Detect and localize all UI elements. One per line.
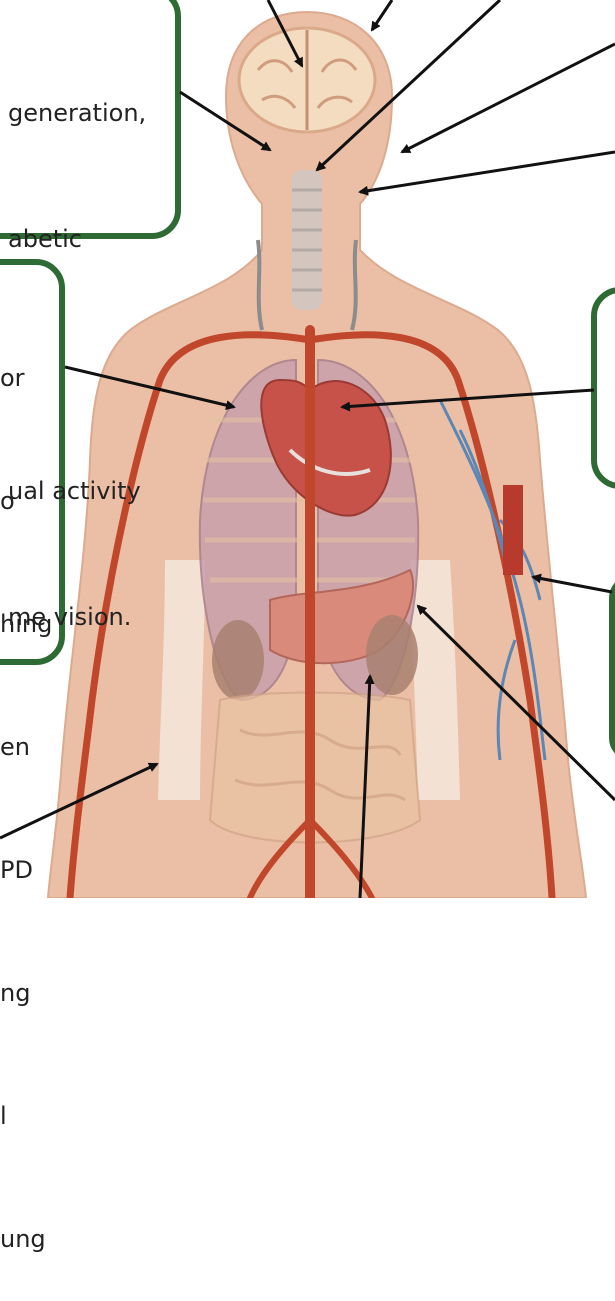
arrow-to-neck [360,152,615,192]
callout-lung-line: ng [0,973,52,1014]
callout-lung-text: or o hing en PD ng l ung [0,276,52,1301]
callout-eye-line: generation, [8,92,146,134]
callout-eye-line: abetic [8,218,146,260]
callout-lung-line: o [0,481,52,522]
brain-icon [239,28,375,132]
callout-lung-line: l [0,1096,52,1137]
trachea-icon [292,170,322,310]
left-armpit-shadow [158,560,205,800]
callout-lung-line: PD [0,850,52,891]
callout-lung-line: ung [0,1219,52,1260]
callout-lung-line: en [0,727,52,768]
callout-lung-line: hing [0,604,52,645]
arrow-to-head-top [372,0,392,30]
callout-lung-line: or [0,358,52,399]
callout-box-heart [594,290,615,486]
